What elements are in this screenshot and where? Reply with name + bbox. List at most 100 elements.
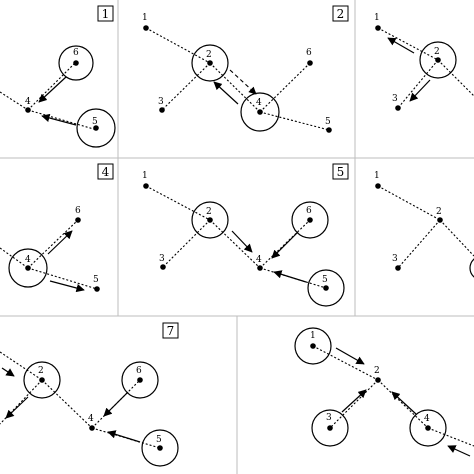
panel-1: 1 4 6 5 xyxy=(0,5,116,148)
node-4 xyxy=(257,109,263,115)
edge xyxy=(259,267,327,289)
node-selection-ring xyxy=(409,409,447,447)
edge xyxy=(209,62,261,113)
node-5 xyxy=(157,445,163,451)
edge xyxy=(377,185,441,221)
node-label: 3 xyxy=(326,413,332,423)
node-label: 2 xyxy=(206,50,212,60)
move-arrow xyxy=(447,445,471,457)
panel-3: 1 2 3 xyxy=(374,13,474,111)
node-label: 4 xyxy=(25,255,31,265)
node-selection-ring xyxy=(419,41,457,79)
edge xyxy=(397,59,439,109)
move-arrow xyxy=(49,280,85,293)
node-5 xyxy=(93,125,99,131)
edge xyxy=(27,219,79,269)
move-arrow xyxy=(231,230,253,253)
node-selection-ring xyxy=(23,361,61,399)
panel-number: 7 xyxy=(167,324,175,338)
panel-5: 5 1 2 3 4 6 5 xyxy=(142,163,349,307)
node-2 xyxy=(207,60,213,66)
move-arrow xyxy=(47,230,73,255)
node-6 xyxy=(137,377,143,383)
node-2 xyxy=(435,57,441,63)
node-selection-ring xyxy=(121,361,159,399)
node-selection-ring xyxy=(76,108,116,148)
move-arrow xyxy=(341,389,367,413)
edge xyxy=(27,61,77,111)
edge xyxy=(377,27,439,61)
edge xyxy=(27,267,98,290)
move-arrow-dashed xyxy=(229,69,257,95)
node-label: 6 xyxy=(75,206,81,216)
edge xyxy=(427,427,474,447)
node-selection-ring xyxy=(291,201,329,239)
node-selection-ring xyxy=(191,44,229,82)
node-selection-ring xyxy=(191,201,229,239)
edge xyxy=(397,219,441,269)
edge xyxy=(329,379,379,429)
panel-number-box xyxy=(97,163,114,180)
node-label: 4 xyxy=(88,414,94,424)
node-1 xyxy=(375,183,381,189)
edge xyxy=(0,247,29,269)
node-6 xyxy=(307,217,313,223)
node-selection-ring xyxy=(8,248,48,288)
node-2 xyxy=(437,217,443,223)
move-arrow xyxy=(387,37,415,54)
node-label: 1 xyxy=(310,331,316,341)
panel-2: 2 1 2 3 4 6 5 xyxy=(142,5,349,133)
node-selection-ring xyxy=(240,92,280,132)
panel-8: 1 2 3 4 xyxy=(294,327,474,457)
node-label: 6 xyxy=(73,48,79,58)
edge xyxy=(209,219,261,269)
node-6 xyxy=(75,217,81,223)
edge xyxy=(27,109,98,131)
node-label: 5 xyxy=(92,117,98,127)
node-label: 6 xyxy=(306,206,312,216)
node-3 xyxy=(327,425,333,431)
move-arrow xyxy=(5,396,29,419)
node-6 xyxy=(73,60,79,66)
node-2 xyxy=(375,377,381,383)
edge xyxy=(377,379,429,429)
node-3 xyxy=(395,105,401,111)
move-arrow xyxy=(41,113,77,126)
move-arrow xyxy=(409,79,431,102)
node-label: 5 xyxy=(156,435,162,445)
edge xyxy=(437,59,474,97)
node-4 xyxy=(89,425,95,431)
node-1 xyxy=(375,25,381,31)
node-selection-ring xyxy=(141,429,179,467)
node-label: 1 xyxy=(374,13,380,23)
node-5 xyxy=(94,286,100,292)
edge xyxy=(259,219,311,269)
move-arrow xyxy=(107,430,141,443)
node-label: 4 xyxy=(424,414,430,424)
node-label: 2 xyxy=(436,207,442,217)
node-label: 2 xyxy=(434,47,440,57)
move-arrow xyxy=(213,81,239,105)
edge xyxy=(0,91,29,111)
edge xyxy=(41,379,93,429)
node-label: 1 xyxy=(142,13,148,23)
node-label: 6 xyxy=(136,366,142,376)
node-label: 3 xyxy=(158,97,164,107)
node-selection-ring xyxy=(58,45,94,81)
node-label: 5 xyxy=(322,275,328,285)
node-selection-ring xyxy=(469,258,474,278)
panel-number: 1 xyxy=(102,7,110,21)
move-arrow xyxy=(391,391,417,415)
node-label: 4 xyxy=(25,97,31,107)
node-label: 3 xyxy=(392,254,398,264)
node-label: 6 xyxy=(306,48,312,58)
edge xyxy=(259,62,311,113)
node-label: 3 xyxy=(392,94,398,104)
node-4 xyxy=(257,265,263,271)
node-label: 5 xyxy=(325,117,331,127)
node-selection-ring xyxy=(294,327,332,365)
panel-7: 7 2 4 6 5 xyxy=(0,322,179,467)
node-1 xyxy=(310,343,316,349)
